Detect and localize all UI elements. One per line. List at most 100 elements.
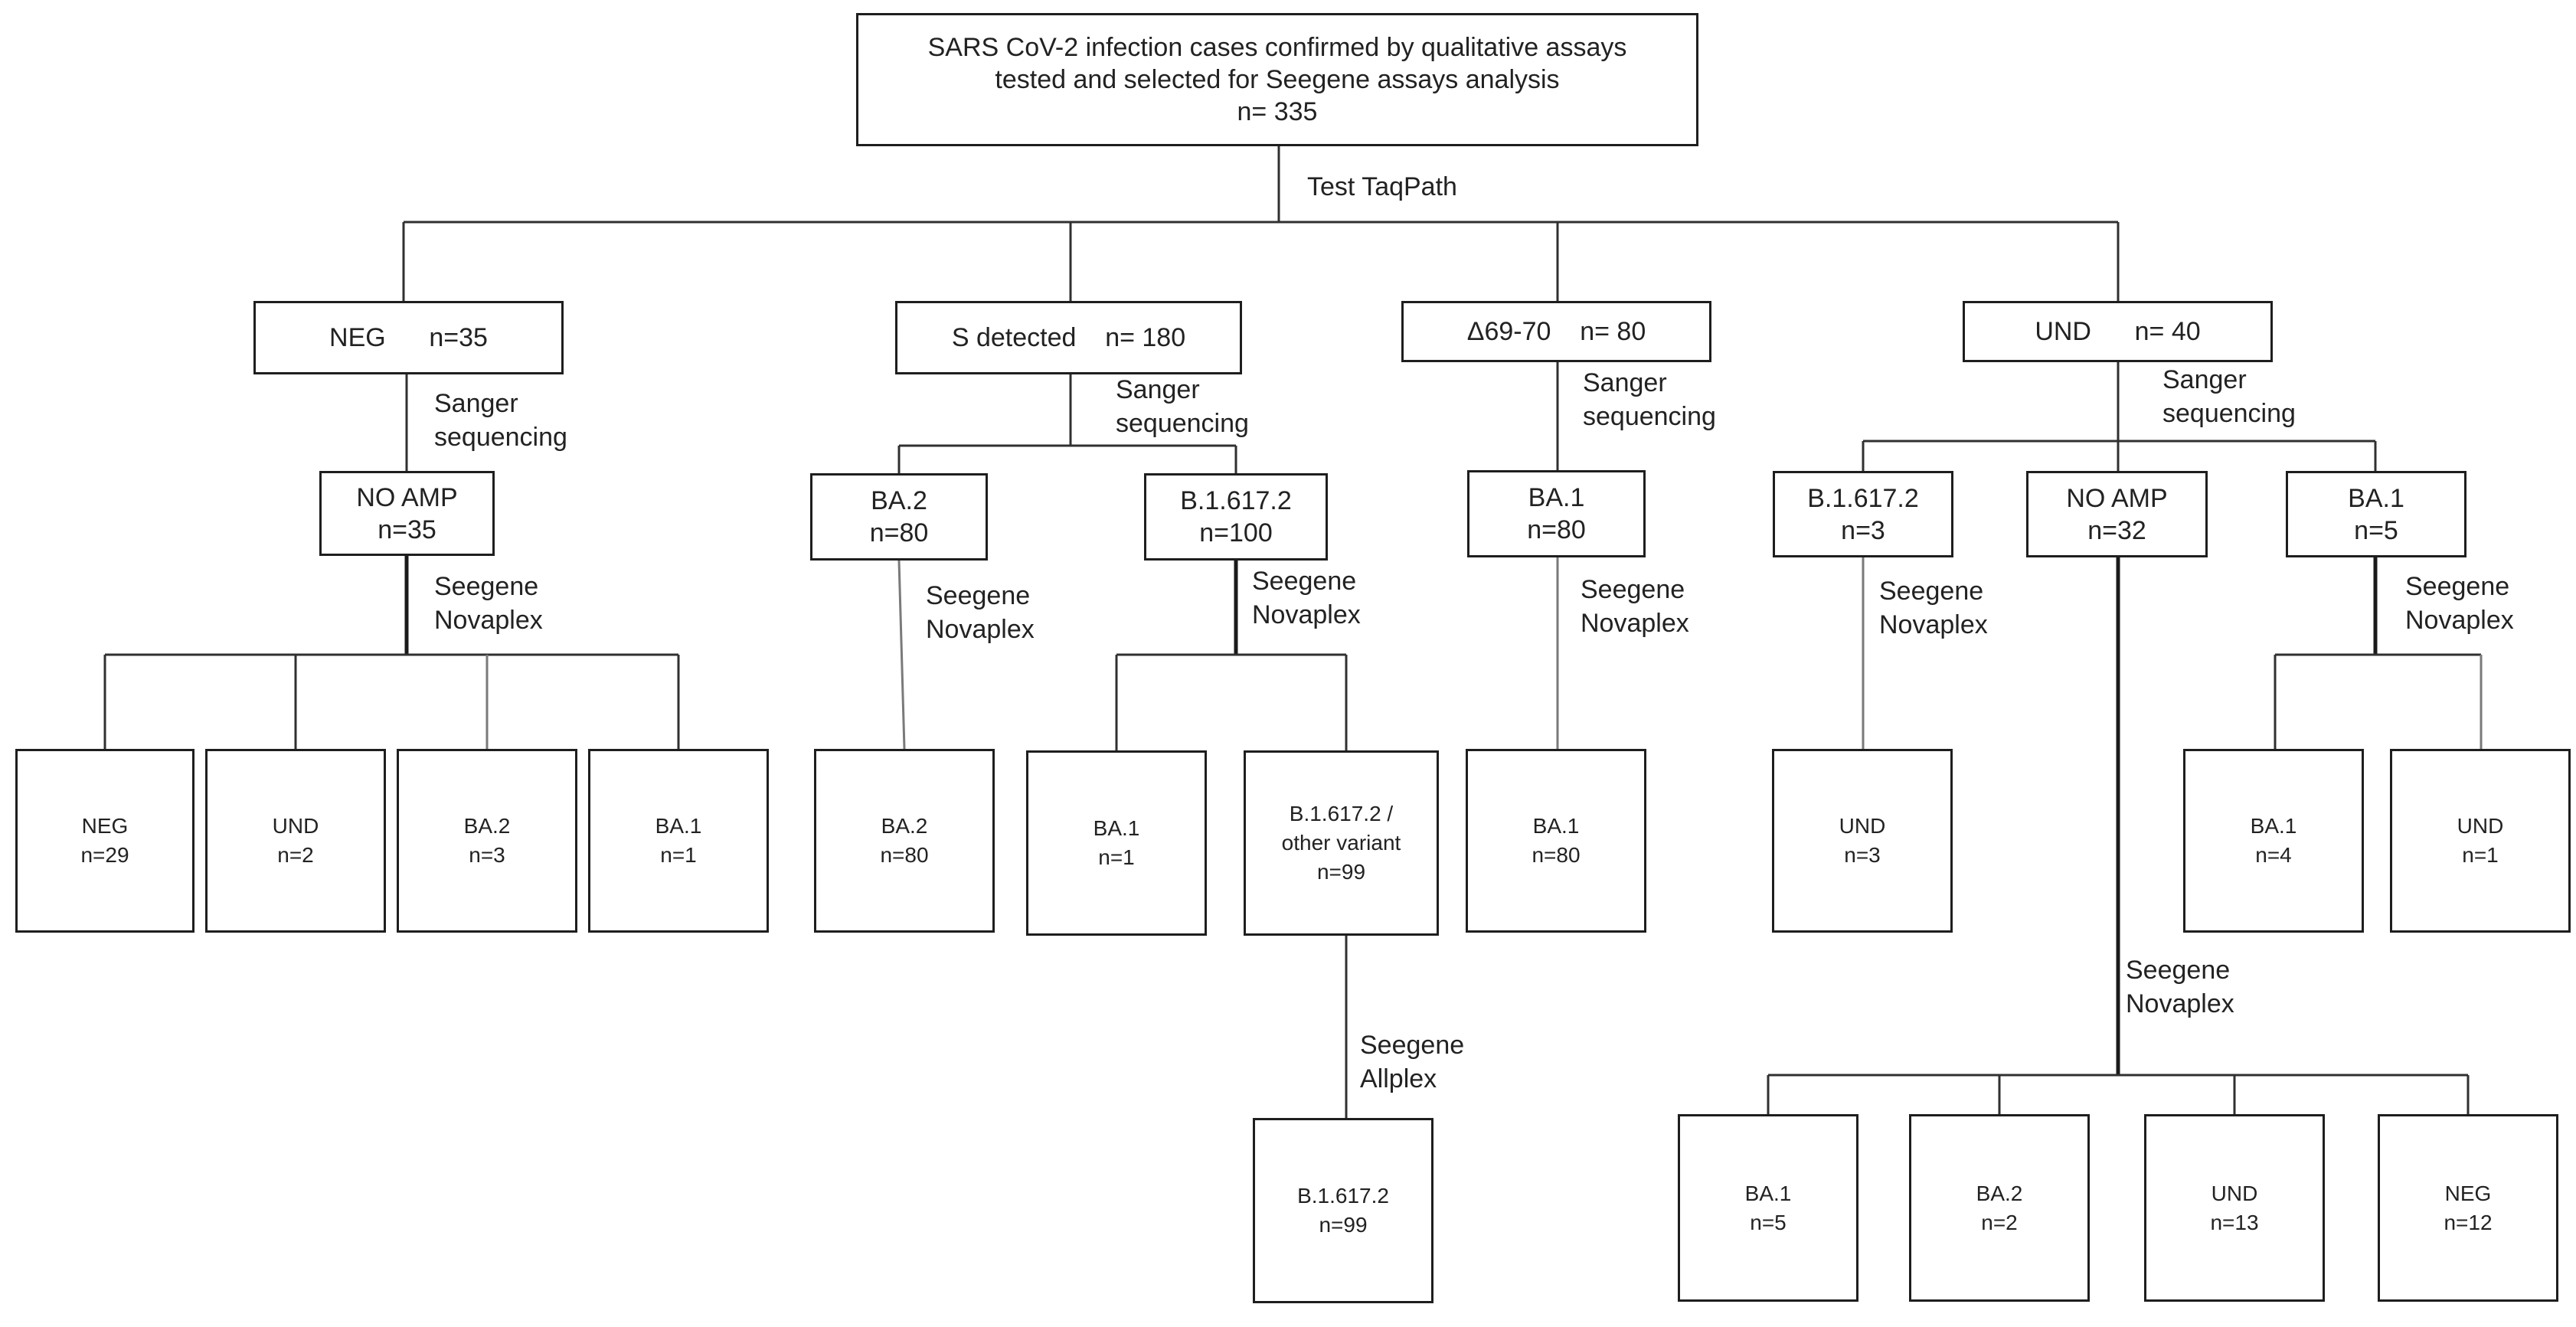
node-s-ba2: BA.2 n=80	[814, 749, 995, 933]
node-noamp-ba1: BA.1 n=5	[1678, 1114, 1858, 1302]
sanger-sequencing-label: Sanger sequencing	[434, 387, 567, 454]
node-count: n=2	[1981, 1210, 2018, 1234]
label-line: Novaplex	[1252, 600, 1361, 629]
node-ba1: BA.1 n=80	[1467, 470, 1646, 557]
node-count: n=80	[1527, 515, 1586, 544]
seegene-novaplex-label: Seegene Novaplex	[1879, 574, 1988, 642]
node-neg-ba1: BA.1 n=1	[588, 749, 769, 933]
node-count: n=32	[2087, 515, 2146, 545]
seegene-novaplex-label: Seegene Novaplex	[926, 579, 1035, 646]
node-und-ba1: BA.1 n=5	[2286, 471, 2466, 557]
label-line: Sanger	[1583, 368, 1667, 397]
node-label: NO AMP	[356, 482, 458, 512]
node-delta-69-70: Δ69-70 n= 80	[1401, 301, 1711, 362]
root-box: SARS CoV-2 infection cases confirmed by …	[856, 13, 1698, 146]
node-count: n=2	[277, 843, 314, 867]
node-label: S detected n= 180	[951, 323, 1186, 352]
label-line: Novaplex	[926, 615, 1035, 644]
node-count: n=3	[469, 843, 505, 867]
label-line: Seegene	[926, 581, 1031, 610]
node-und: UND n= 40	[1963, 301, 2273, 362]
node-allplex-b16172: B.1.617.2 n=99	[1253, 1118, 1433, 1303]
node-label: BA.2	[871, 486, 927, 515]
node-count: n=29	[80, 843, 129, 867]
node-noamp-ba2: BA.2 n=2	[1909, 1114, 2090, 1302]
label-line: Seegene	[1879, 577, 1984, 606]
node-count: n=3	[1844, 843, 1881, 867]
node-no-amp-und: NO AMP n=32	[2026, 471, 2208, 557]
node-label: BA.1	[1532, 814, 1580, 838]
node-count: n=35	[378, 515, 436, 544]
node-label: BA.1	[2250, 814, 2297, 838]
label-line: sequencing	[2162, 399, 2296, 428]
node-label: NO AMP	[2066, 483, 2168, 513]
node-b16172: B.1.617.2 n=100	[1144, 473, 1328, 561]
label-line: sequencing	[1583, 402, 1716, 431]
node-noamp-und: UND n=13	[2144, 1114, 2325, 1302]
node-count: n=13	[2210, 1210, 2259, 1234]
node-s-ba1: BA.1 n=1	[1026, 750, 1207, 936]
seegene-novaplex-label: Seegene Novaplex	[1252, 564, 1361, 632]
label-line: Sanger	[2162, 365, 2247, 394]
node-neg-ba2: BA.2 n=3	[397, 749, 577, 933]
label-line: Seegene	[434, 572, 539, 601]
node-neg-neg: NEG n=29	[15, 749, 195, 933]
node-label: NEG	[81, 814, 129, 838]
root-title-line: tested and selected for Seegene assays a…	[995, 65, 1560, 94]
seegene-allplex-label: Seegene Allplex	[1360, 1028, 1464, 1096]
node-delta-ba1: BA.1 n=80	[1466, 749, 1646, 933]
node-count: n=12	[2444, 1210, 2493, 1234]
node-no-amp-neg: NO AMP n=35	[319, 471, 495, 556]
label-line: sequencing	[1116, 409, 1249, 438]
label-line: Novaplex	[434, 606, 543, 635]
label-line: Seegene	[1581, 575, 1685, 604]
node-count: n=3	[1841, 515, 1885, 545]
node-label: B.1.617.2 /	[1289, 802, 1394, 825]
node-count: n=99	[1319, 1213, 1368, 1237]
node-und-und: UND n=3	[1772, 749, 1953, 933]
label-line: Seegene	[2126, 956, 2231, 985]
node-label: B.1.617.2	[1297, 1184, 1389, 1208]
node-count: n=1	[1098, 845, 1135, 869]
node-label: BA.1	[2348, 483, 2404, 513]
sanger-sequencing-label: Sanger sequencing	[2162, 363, 2296, 430]
connector	[897, 560, 906, 750]
node-neg: NEG n=35	[253, 301, 564, 374]
label-line: Sanger	[434, 389, 518, 418]
node-label: B.1.617.2	[1180, 486, 1292, 515]
node-label: UND	[1839, 814, 1886, 838]
node-label: BA.2	[1976, 1181, 2023, 1205]
node-label: UND	[2457, 814, 2504, 838]
node-label: BA.2	[881, 814, 928, 838]
node-s-other-variant: B.1.617.2 / other variant n=99	[1244, 750, 1439, 936]
node-label: B.1.617.2	[1807, 483, 1919, 513]
node-label: BA.2	[463, 814, 511, 838]
label-line: Novaplex	[2405, 606, 2514, 635]
node-count: n=80	[869, 518, 929, 547]
node-label: NEG	[2444, 1181, 2492, 1205]
node-label: BA.1	[1528, 483, 1585, 512]
label-line: Novaplex	[2126, 989, 2234, 1018]
node-count: n=4	[2255, 843, 2292, 867]
seegene-novaplex-label: Seegene Novaplex	[1581, 573, 1689, 640]
seegene-novaplex-label: Seegene Novaplex	[434, 570, 543, 637]
label-line: Sanger	[1116, 375, 1200, 404]
label-line: Seegene	[1360, 1031, 1465, 1060]
label-line: Allplex	[1360, 1064, 1437, 1093]
root-count: n= 335	[1237, 97, 1318, 126]
node-und-und-result: UND n=1	[2390, 749, 2571, 933]
node-count: n=80	[880, 843, 929, 867]
seegene-novaplex-label: Seegene Novaplex	[2126, 953, 2234, 1021]
node-label: NEG n=35	[329, 323, 488, 352]
label-line: sequencing	[434, 423, 567, 452]
sanger-sequencing-label: Sanger sequencing	[1583, 366, 1716, 433]
node-label: BA.1	[1744, 1181, 1792, 1205]
label-line: Novaplex	[1879, 610, 1988, 639]
node-label: UND n= 40	[2035, 317, 2201, 346]
label-line: Seegene	[1252, 567, 1357, 596]
node-s-detected: S detected n= 180	[895, 301, 1242, 374]
node-ba2: BA.2 n=80	[810, 473, 988, 561]
test-label: Test TaqPath	[1307, 172, 1457, 201]
